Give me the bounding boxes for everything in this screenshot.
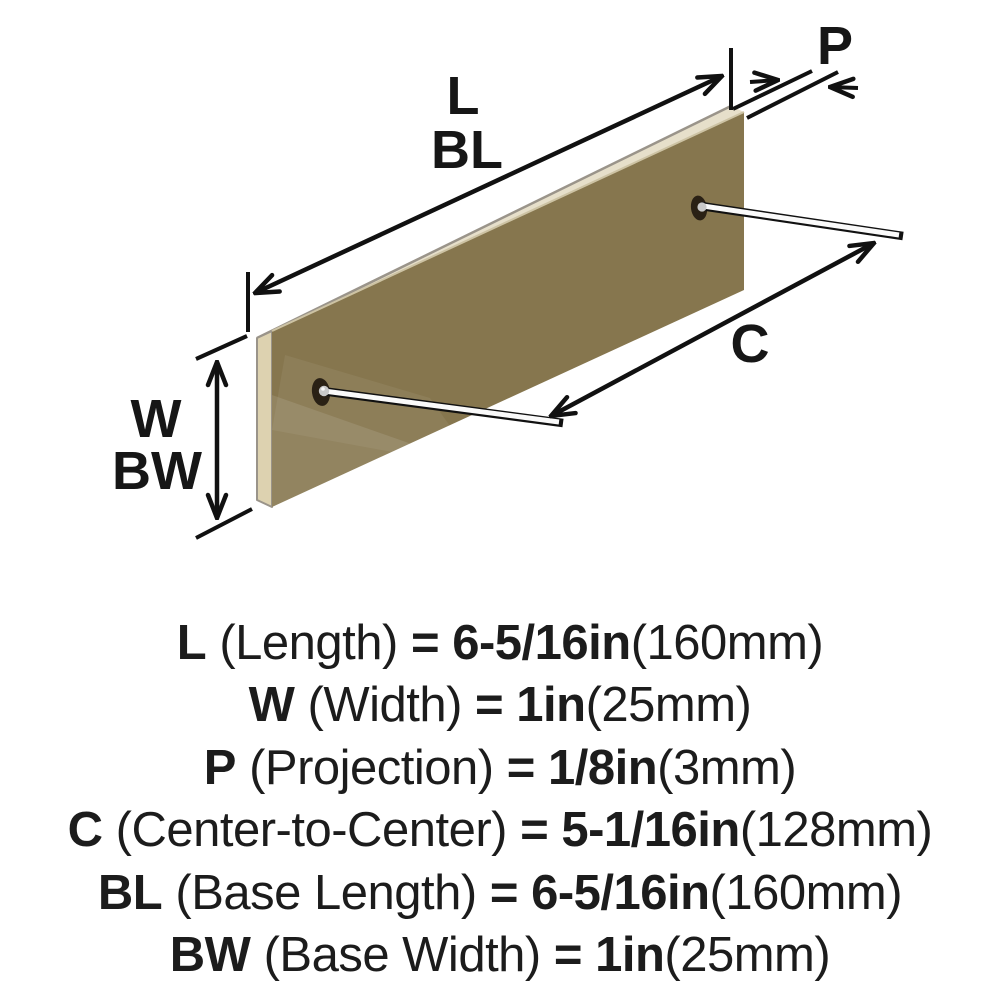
left-screw-rod (323, 388, 560, 425)
right-screw-rod (702, 203, 900, 238)
length-dimension-line (255, 76, 722, 293)
spec-name: (Length) (219, 616, 398, 670)
spec-value-in: 1/8in (548, 740, 658, 795)
label-base-width: BW (112, 441, 202, 501)
spec-name: (Base Width) (263, 928, 542, 983)
projection-arrow-right (830, 87, 859, 88)
width-extension-tick-bottom (195, 507, 253, 540)
spec-name: (Projection) (249, 740, 494, 795)
spec-equals: = (489, 865, 519, 920)
spec-code: C (67, 803, 103, 858)
spec-value-mm: (160mm) (709, 865, 903, 920)
spec-code: BL (97, 865, 163, 920)
spec-code: BW (169, 928, 251, 983)
spec-value-mm: (25mm) (664, 928, 831, 983)
spec-value-mm: (3mm) (657, 740, 797, 795)
plate-side-face (256, 330, 273, 508)
spec-value-mm: (128mm) (739, 803, 933, 858)
spec-code: W (248, 678, 295, 733)
width-extension-tick-top (195, 334, 248, 361)
label-width: W (131, 389, 182, 449)
spec-value-in: 6-5/16in (452, 616, 631, 670)
spec-line-base-length: BL (Base Length) = 6-5/16in(160mm) (0, 862, 1000, 924)
left-screw-head (318, 385, 330, 397)
spec-value-in: 6-5/16in (531, 865, 710, 920)
left-screw-head-glint (321, 387, 325, 391)
spec-value-mm: (160mm) (630, 616, 824, 670)
label-length: L (447, 66, 480, 126)
spec-name: (Base Length) (175, 865, 477, 920)
projection-extension-line-front (746, 70, 839, 120)
spec-name: (Center-to-Center) (115, 803, 508, 858)
dimension-specs: L (Length) = 6-5/16in(160mm) W (Width) =… (0, 612, 1000, 986)
spec-equals: = (520, 803, 549, 858)
spec-value-in: 1in (595, 928, 665, 983)
spec-line-width: W (Width) = 1in(25mm) (0, 674, 1000, 736)
label-base-length: BL (431, 120, 503, 180)
pull-dimension-diagram: L BL P C W BW (112, 16, 904, 540)
spec-code: L (176, 616, 207, 670)
label-projection: P (817, 16, 853, 76)
spec-equals: = (410, 616, 440, 670)
spec-value-in: 1in (516, 678, 586, 733)
spec-name: (Width) (307, 678, 463, 733)
right-screw-head (697, 202, 707, 212)
spec-code: P (203, 740, 237, 795)
spec-line-length: L (Length) = 6-5/16in(160mm) (0, 612, 1000, 674)
plate-face-sheen (272, 395, 560, 507)
spec-value-in: 5-1/16in (561, 803, 740, 858)
spec-equals: = (506, 740, 536, 795)
spec-equals: = (553, 928, 583, 983)
spec-line-projection: P (Projection) = 1/8in(3mm) (0, 737, 1000, 799)
spec-line-center-to-center: C (Center-to-Center) = 5-1/16in(128mm) (0, 799, 1000, 861)
center-dimension-line (551, 243, 874, 416)
spec-line-base-width: BW (Base Width) = 1in(25mm) (0, 924, 1000, 986)
spec-value-mm: (25mm) (585, 678, 752, 733)
spec-equals: = (475, 678, 504, 733)
label-center-to-center: C (731, 314, 770, 374)
projection-arrow-left (749, 80, 778, 82)
